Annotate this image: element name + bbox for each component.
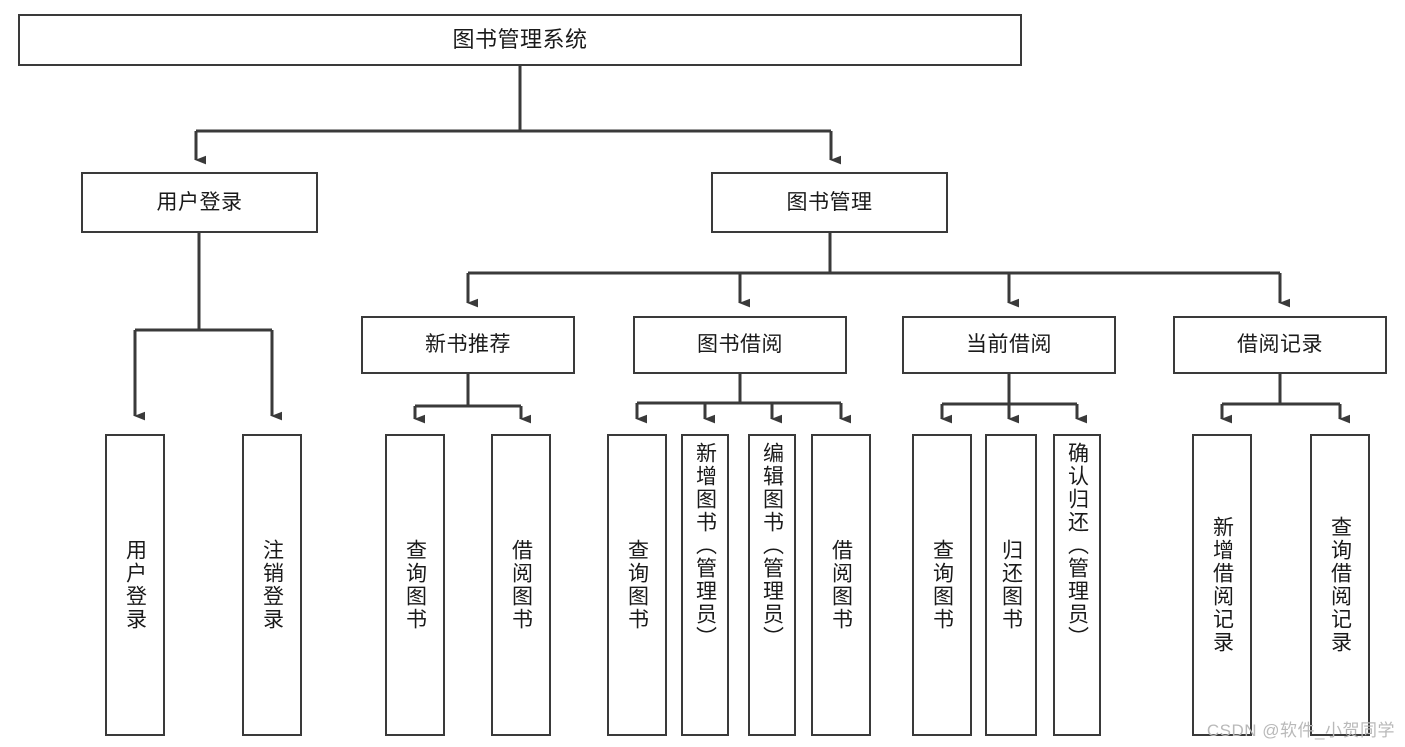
node-book-borrow-label: 图书借阅 (697, 333, 783, 357)
node-book-management-label: 图书管理 (786, 190, 873, 214)
node-book-borrow[interactable]: 图书借阅 (633, 316, 847, 374)
node-leaf-query-borrow-record[interactable]: 查询借阅记录 (1310, 434, 1370, 736)
node-leaf-logout[interactable]: 注销登录 (242, 434, 302, 736)
node-leaf-edit-book-admin-label: 编辑图书（管理员） (760, 442, 784, 649)
node-leaf-query-book-1[interactable]: 查询图书 (385, 434, 445, 736)
node-new-book-recommend[interactable]: 新书推荐 (361, 316, 575, 374)
node-leaf-user-login[interactable]: 用户登录 (105, 434, 165, 736)
node-current-borrow-label: 当前借阅 (966, 333, 1052, 357)
node-leaf-confirm-return-admin[interactable]: 确认归还（管理员） (1053, 434, 1101, 736)
node-leaf-query-book-2[interactable]: 查询图书 (607, 434, 667, 736)
node-leaf-add-borrow-record[interactable]: 新增借阅记录 (1192, 434, 1252, 736)
node-leaf-query-book-1-label: 查询图书 (403, 539, 427, 631)
node-leaf-logout-label: 注销登录 (260, 539, 284, 631)
node-leaf-borrow-book-1[interactable]: 借阅图书 (491, 434, 551, 736)
node-root[interactable]: 图书管理系统 (18, 14, 1022, 66)
node-leaf-query-book-3-label: 查询图书 (930, 539, 954, 631)
node-leaf-edit-book-admin[interactable]: 编辑图书（管理员） (748, 434, 796, 736)
node-leaf-add-book-admin[interactable]: 新增图书（管理员） (681, 434, 729, 736)
csdn-watermark: CSDN @软件_小贺同学 (1206, 721, 1395, 740)
node-leaf-confirm-return-admin-label: 确认归还（管理员） (1065, 442, 1089, 649)
node-current-borrow[interactable]: 当前借阅 (902, 316, 1116, 374)
node-leaf-query-book-3[interactable]: 查询图书 (912, 434, 972, 736)
node-book-management[interactable]: 图书管理 (711, 172, 948, 233)
node-leaf-borrow-book-2[interactable]: 借阅图书 (811, 434, 871, 736)
node-leaf-borrow-book-1-label: 借阅图书 (509, 539, 533, 631)
node-leaf-query-book-2-label: 查询图书 (625, 539, 649, 631)
node-user-login-label: 用户登录 (156, 190, 243, 214)
node-leaf-query-borrow-record-label: 查询借阅记录 (1328, 516, 1352, 654)
node-leaf-return-book-label: 归还图书 (999, 539, 1023, 631)
node-user-login[interactable]: 用户登录 (81, 172, 318, 233)
node-leaf-borrow-book-2-label: 借阅图书 (829, 539, 853, 631)
node-borrow-record-label: 借阅记录 (1237, 333, 1323, 357)
node-leaf-add-book-admin-label: 新增图书（管理员） (693, 442, 717, 649)
node-leaf-add-borrow-record-label: 新增借阅记录 (1210, 516, 1234, 654)
node-new-book-recommend-label: 新书推荐 (425, 333, 511, 357)
node-root-label: 图书管理系统 (452, 26, 588, 52)
node-borrow-record[interactable]: 借阅记录 (1173, 316, 1387, 374)
node-leaf-user-login-label: 用户登录 (123, 539, 147, 631)
node-leaf-return-book[interactable]: 归还图书 (985, 434, 1037, 736)
